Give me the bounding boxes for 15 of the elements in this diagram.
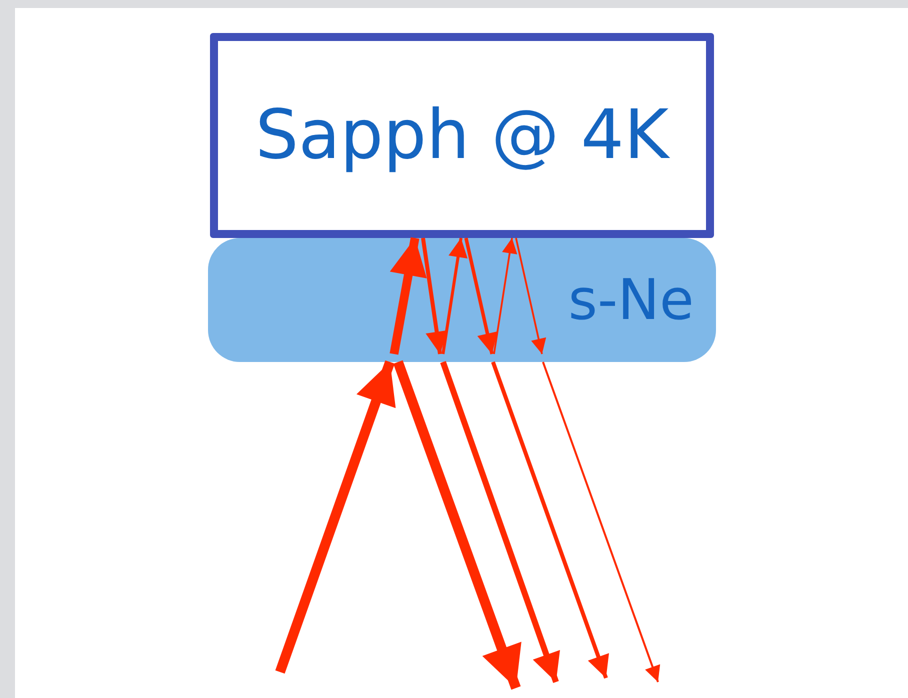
- film-layer: [208, 238, 716, 362]
- light-ray-arrow: [440, 361, 560, 683]
- light-ray-arrow: [493, 238, 518, 354]
- light-ray-arrow: [464, 238, 498, 354]
- light-ray-arrow: [491, 361, 609, 679]
- sample-box: [210, 33, 714, 238]
- light-ray-arrow: [421, 238, 448, 354]
- light-ray-arrow: [390, 237, 427, 355]
- light-ray-arrow: [275, 360, 396, 674]
- light-ray-arrow: [393, 360, 522, 690]
- node-label: Sapph @ 4K: [255, 96, 669, 175]
- light-ray-arrow: [542, 362, 660, 682]
- light-ray-arrow: [442, 238, 468, 354]
- node-label: s-Ne: [568, 268, 694, 332]
- light-ray-arrow: [515, 238, 546, 354]
